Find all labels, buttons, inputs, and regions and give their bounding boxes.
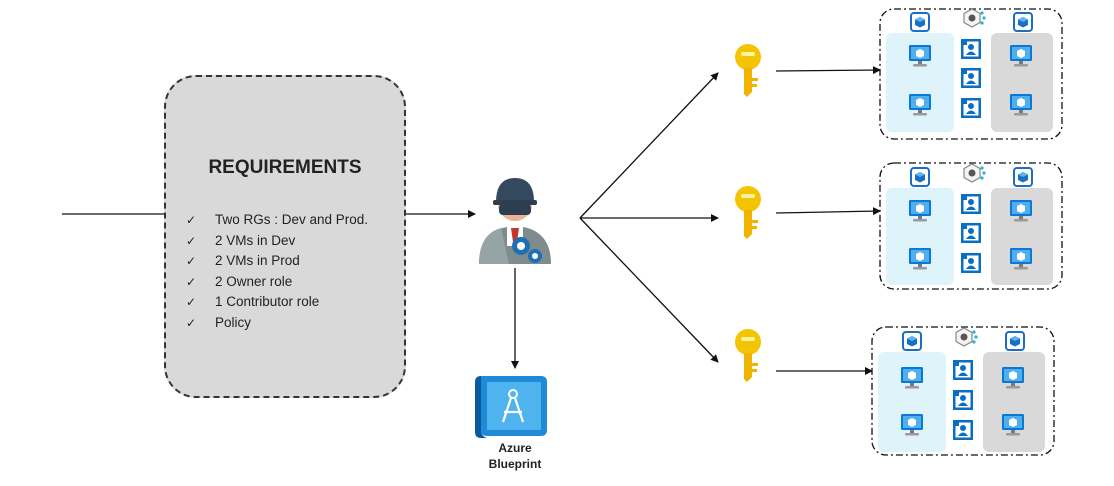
blueprint-label: Azure Blueprint: [470, 440, 560, 472]
key-icon: [735, 329, 761, 382]
subscription-box-1: [879, 8, 1063, 140]
checkmark-icon: ✓: [186, 213, 197, 227]
requirements-list: ✓Two RGs : Dev and Prod. ✓2 VMs in Dev ✓…: [186, 210, 368, 334]
requirement-item: ✓Policy: [186, 313, 368, 334]
checkmark-icon: ✓: [186, 295, 197, 310]
subscription-box-2: [879, 162, 1063, 290]
checkmark-icon: ✓: [186, 315, 197, 330]
checkmark-icon: ✓: [186, 274, 197, 289]
requirements-box: REQUIREMENTS ✓Two RGs : Dev and Prod. ✓2…: [164, 75, 406, 398]
requirement-item: ✓1 Contributor role: [186, 292, 368, 313]
requirement-item: ✓2 VMs in Dev: [186, 231, 368, 252]
requirement-item: ✓Two RGs : Dev and Prod.: [186, 210, 368, 231]
key-icon: [735, 186, 761, 239]
requirement-item: ✓2 Owner role: [186, 272, 368, 293]
blueprint-label-line2: Blueprint: [488, 457, 542, 471]
checkmark-icon: ✓: [186, 254, 197, 269]
fan-arrow-1: [579, 72, 719, 219]
requirements-title: REQUIREMENTS: [208, 157, 362, 178]
key-to-sub-arrow-2: [775, 207, 881, 216]
subscription-box-3: [871, 326, 1055, 456]
engineer-icon: [479, 178, 551, 264]
checkmark-icon: ✓: [186, 233, 197, 248]
fan-arrow-3: [579, 217, 719, 363]
requirement-item: ✓2 VMs in Prod: [186, 251, 368, 272]
azure-blueprint-icon: [475, 376, 547, 438]
blueprint-label-line1: Azure: [498, 441, 532, 455]
key-icon: [735, 44, 761, 97]
key-to-sub-arrow-1: [775, 66, 881, 75]
